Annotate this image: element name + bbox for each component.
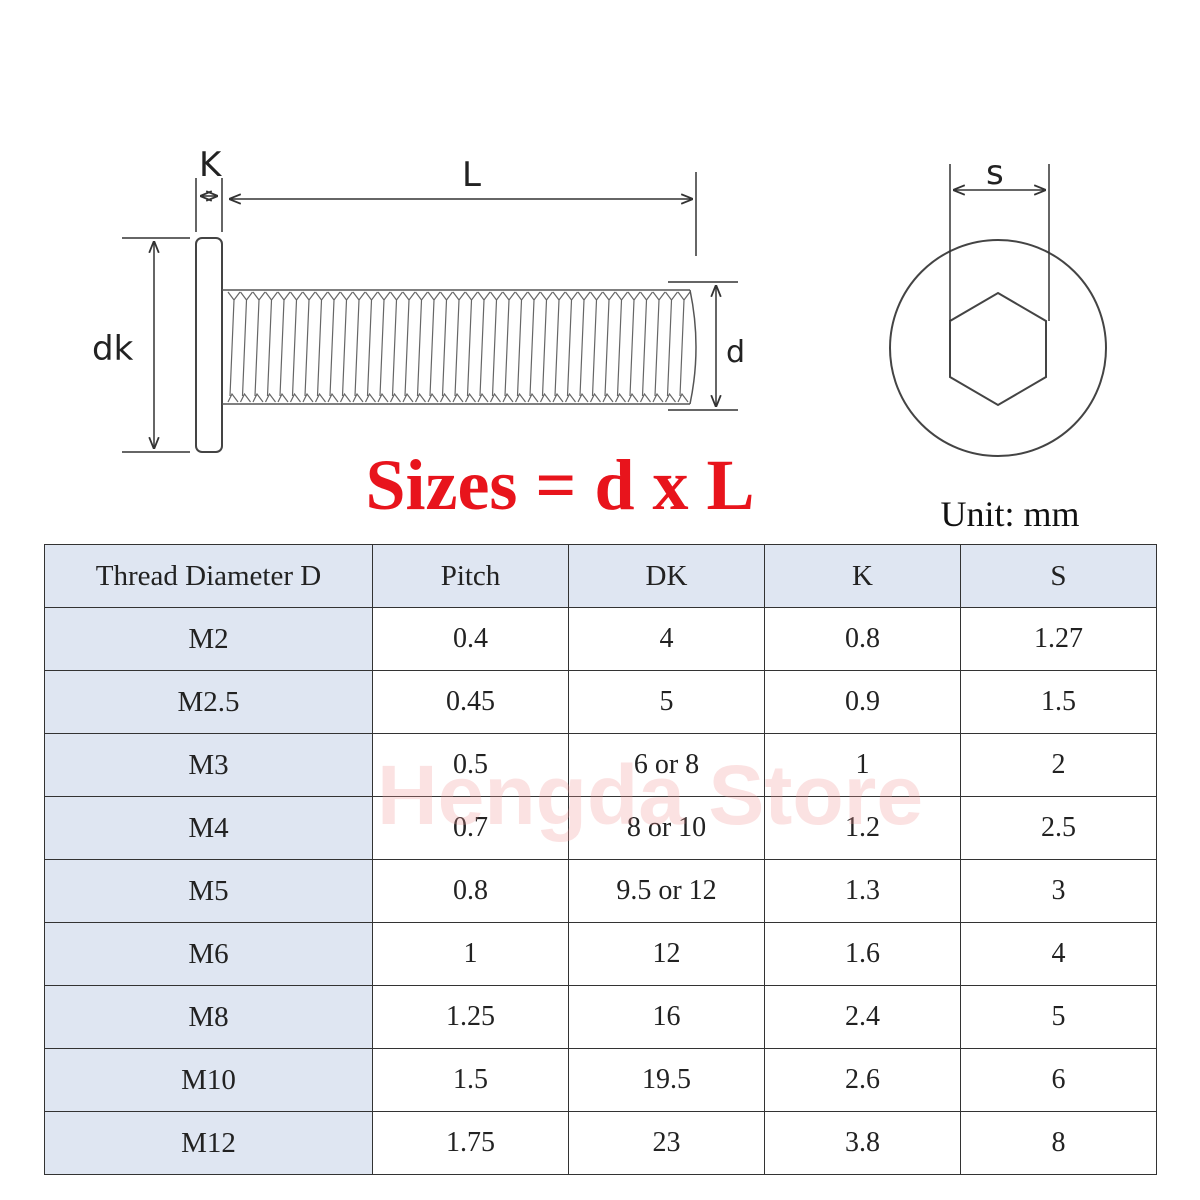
cell-dk: 8 or 10 [568, 796, 765, 860]
cell-pitch: 0.4 [372, 607, 569, 671]
unit-label: Unit: mm [940, 494, 1080, 534]
cell-s: 1.27 [960, 607, 1157, 671]
sizes-formula-title: Sizes = d x L [365, 445, 755, 525]
cell-k: 1.2 [764, 796, 961, 860]
header-k: K [764, 544, 961, 608]
cell-pitch: 0.7 [372, 796, 569, 860]
table-row: M3 0.5 6 or 8 1 2 [44, 733, 1157, 797]
header-dk: DK [568, 544, 765, 608]
d-label: d [726, 335, 745, 370]
screw-head-top: s [889, 153, 1107, 457]
header-thread-diameter: Thread Diameter D [44, 544, 373, 608]
cell-k: 1 [764, 733, 961, 797]
screw-diagram: K L dk d s [92, 145, 1107, 457]
cell-pitch: 1.75 [372, 1111, 569, 1175]
cell-thread: M5 [44, 859, 373, 923]
header-s: S [960, 544, 1157, 608]
dk-label: dk [92, 329, 134, 369]
table-row: M4 0.7 8 or 10 1.2 2.5 [44, 796, 1157, 860]
cell-s: 1.5 [960, 670, 1157, 734]
cell-k: 3.8 [764, 1111, 961, 1175]
cell-dk: 6 or 8 [568, 733, 765, 797]
cell-s: 8 [960, 1111, 1157, 1175]
cell-thread: M6 [44, 922, 373, 986]
s-label: s [986, 153, 1004, 193]
header-pitch: Pitch [372, 544, 569, 608]
cell-pitch: 0.8 [372, 859, 569, 923]
dk-dimension: dk [92, 237, 190, 453]
cell-dk: 19.5 [568, 1048, 765, 1112]
cell-dk: 16 [568, 985, 765, 1049]
cell-pitch: 1.5 [372, 1048, 569, 1112]
table-row: M5 0.8 9.5 or 12 1.3 3 [44, 859, 1157, 923]
cell-k: 2.4 [764, 985, 961, 1049]
cell-dk: 23 [568, 1111, 765, 1175]
cell-k: 2.6 [764, 1048, 961, 1112]
cell-thread: M12 [44, 1111, 373, 1175]
cell-dk: 12 [568, 922, 765, 986]
cell-k: 0.9 [764, 670, 961, 734]
cell-s: 6 [960, 1048, 1157, 1112]
cell-k: 1.6 [764, 922, 961, 986]
cell-thread: M8 [44, 985, 373, 1049]
l-dimension: L [230, 155, 697, 256]
cell-s: 2.5 [960, 796, 1157, 860]
cell-thread: M2.5 [44, 670, 373, 734]
k-label: K [199, 145, 223, 185]
cell-thread: M4 [44, 796, 373, 860]
screw-head-side [195, 237, 223, 453]
table-row: M6 1 12 1.6 4 [44, 922, 1157, 986]
cell-dk: 9.5 or 12 [568, 859, 765, 923]
cell-dk: 4 [568, 607, 765, 671]
cell-k: 0.8 [764, 607, 961, 671]
cell-pitch: 0.45 [372, 670, 569, 734]
size-spec-table: Thread Diameter D Pitch DK K S M2 0.4 4 … [44, 544, 1157, 1175]
table-header-row: Thread Diameter D Pitch DK K S [44, 544, 1157, 608]
cell-thread: M2 [44, 607, 373, 671]
table-row: M8 1.25 16 2.4 5 [44, 985, 1157, 1049]
cell-pitch: 1.25 [372, 985, 569, 1049]
table-row: M2.5 0.45 5 0.9 1.5 [44, 670, 1157, 734]
cell-k: 1.3 [764, 859, 961, 923]
d-dimension: d [668, 281, 745, 411]
table-row: M10 1.5 19.5 2.6 6 [44, 1048, 1157, 1112]
table-row: M12 1.75 23 3.8 8 [44, 1111, 1157, 1175]
l-label: L [462, 155, 481, 195]
cell-s: 3 [960, 859, 1157, 923]
k-dimension: K [195, 145, 223, 232]
cell-thread: M3 [44, 733, 373, 797]
cell-pitch: 0.5 [372, 733, 569, 797]
cell-s: 5 [960, 985, 1157, 1049]
cell-pitch: 1 [372, 922, 569, 986]
table-row: M2 0.4 4 0.8 1.27 [44, 607, 1157, 671]
cell-s: 2 [960, 733, 1157, 797]
cell-thread: M10 [44, 1048, 373, 1112]
cell-dk: 5 [568, 670, 765, 734]
screw-shank [222, 289, 697, 405]
cell-s: 4 [960, 922, 1157, 986]
